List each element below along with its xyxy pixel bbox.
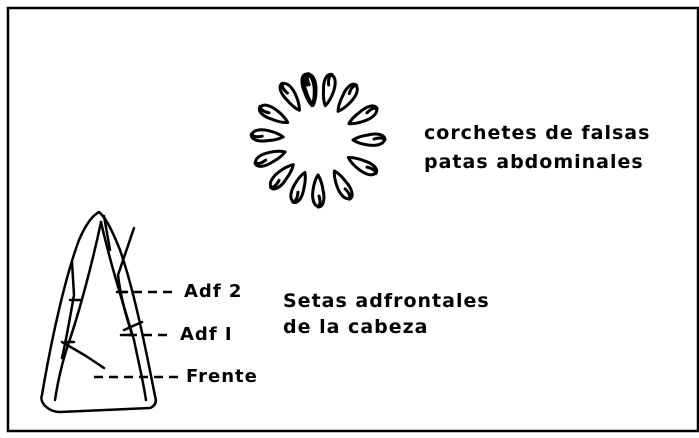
crochet-hook [311, 173, 326, 209]
head-capsule [40, 210, 158, 414]
diagram-frame [6, 6, 699, 433]
setae-caption-line-2: de la cabeza [283, 316, 429, 338]
crochet-hook [302, 72, 318, 107]
frons-left-line [53, 220, 103, 402]
frons-crease-left [60, 260, 76, 360]
label-frente: Frente [186, 366, 258, 387]
crochet-hook [332, 169, 354, 201]
stem-mark [102, 214, 112, 252]
setae-caption-line-1: Setas adfrontales [283, 290, 490, 312]
frons-crossline-right [122, 320, 144, 332]
label-adf1: Adf I [180, 324, 233, 345]
crochet-hook [321, 72, 337, 108]
crochet-hook [253, 149, 287, 168]
crochet-hook [278, 81, 301, 112]
frons-right-line [99, 220, 148, 402]
crochets-caption-line-1: corchetes de falsas [424, 122, 651, 144]
crochet-hook [346, 155, 379, 177]
crochet-hook [249, 128, 285, 143]
frons-crease-right [116, 226, 136, 337]
crochet-hook [289, 170, 307, 204]
crochet-hook [268, 163, 295, 191]
crochets-caption-line-2: patas abdominales [424, 151, 644, 173]
frons-crossline [60, 340, 106, 370]
leader-lines [94, 290, 178, 379]
label-adf2: Adf 2 [184, 281, 243, 302]
crochet-hook [336, 82, 359, 113]
crochets-ring [249, 72, 387, 209]
crochet-hook [257, 103, 290, 125]
crochet-hook [347, 104, 379, 126]
crochet-hook [351, 132, 387, 147]
